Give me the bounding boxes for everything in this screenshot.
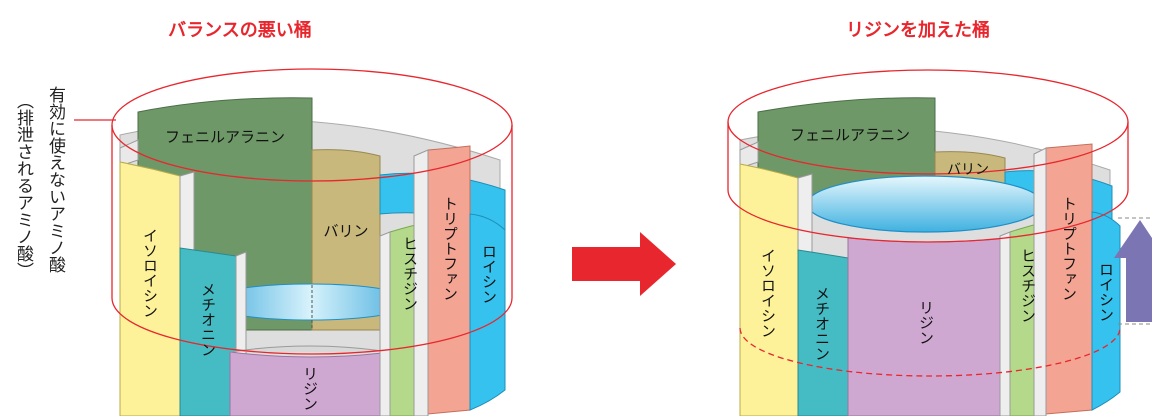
left-barrel: フェニルアラニン バリン イソロイシン メチオニン リジン ヒスチジン トリプト… [74, 68, 513, 416]
right-label-methionine: メチオニン [813, 286, 831, 361]
right-limit-ring-bottom [727, 189, 1129, 243]
right-limit-ring-back [727, 69, 1129, 123]
left-limit-ring-back [111, 68, 513, 126]
right-stave-histidine-edge [999, 231, 1011, 416]
left-label-isoleucine: イソロイシン [141, 228, 159, 318]
right-label-phenylalanine: フェニルアラニン [790, 126, 910, 144]
left-stave-leucine [469, 213, 506, 411]
left-stave-tryptophan-edge [413, 149, 429, 416]
left-label-histidine: ヒスチジン [401, 236, 419, 311]
right-label-lysine: リジン [917, 300, 935, 345]
right-rim-edge [739, 141, 759, 169]
right-barrel-title: リジンを加えた桶 [846, 20, 990, 41]
left-barrel-title: バランスの悪い桶 [168, 20, 312, 41]
left-limit-cylinder [111, 125, 513, 355]
right-water-surface [806, 175, 1044, 233]
left-label-tryptophan: トリプトファン [441, 196, 459, 301]
right-stave-tryptophan-edge [1033, 147, 1047, 416]
left-label-phenylalanine: フェニルアラニン [165, 128, 285, 146]
left-stave-histidine-edge [379, 231, 391, 416]
left-stave-lysine-top [229, 345, 391, 353]
right-label-isoleucine: イソロイシン [759, 248, 777, 338]
right-label-histidine: ヒスチジン [1019, 248, 1037, 323]
up-arrow-icon [1114, 220, 1152, 322]
right-previous-level-line [739, 327, 1121, 377]
right-barrel: フェニルアラニン バリン イソロイシン メチオニン リジン ヒスチジン トリプト… [727, 69, 1152, 416]
left-rim-edge [119, 139, 139, 167]
right-stave-leucine [1091, 211, 1121, 411]
left-label-valine: バリン [323, 222, 368, 240]
right-label-tryptophan: トリプトファン [1060, 196, 1078, 301]
right-stave-phenylalanine [757, 97, 936, 201]
right-label-valine: バリン [947, 162, 989, 178]
right-arrow-icon [572, 232, 676, 296]
right-label-leucine: ロイシン [1097, 262, 1115, 322]
right-limit-ring-top [727, 121, 1129, 175]
unused-amino-acid-caption: 有効に使えないアミノ酸 [45, 86, 65, 273]
left-label-leucine: ロイシン [480, 244, 498, 304]
left-label-lysine: リジン [301, 366, 319, 411]
left-limit-ring-front [111, 124, 513, 182]
left-label-methionine: メチオニン [199, 282, 217, 357]
excreted-amino-acid-caption: （排泄されるアミノ酸） [13, 92, 33, 279]
